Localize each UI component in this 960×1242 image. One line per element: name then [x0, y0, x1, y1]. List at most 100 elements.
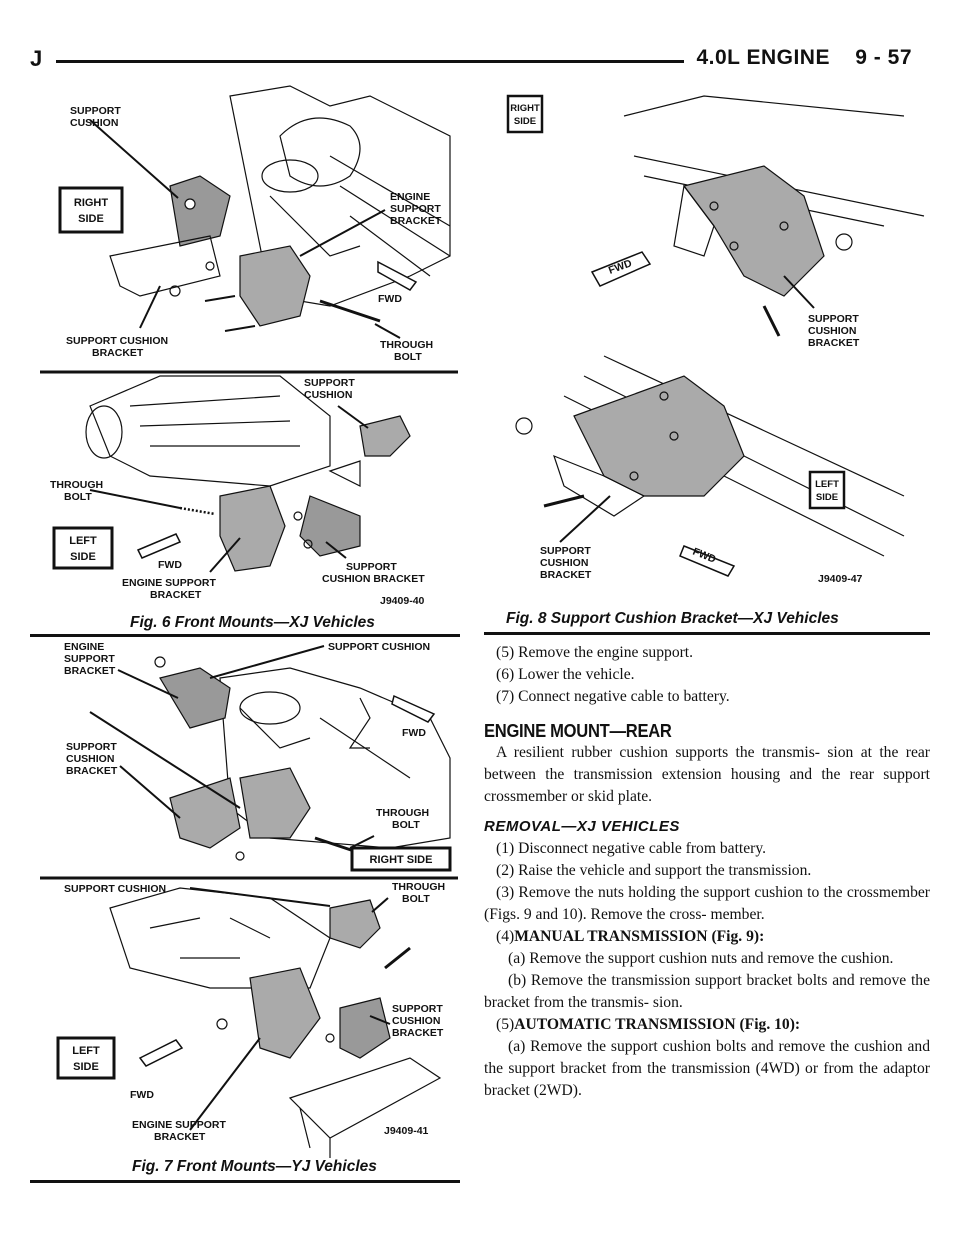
svg-text:SUPPORT CUSHION: SUPPORT CUSHION	[328, 641, 430, 653]
header-section-letter: J	[30, 46, 43, 71]
removal-step-4a: (a) Remove the support cushion nuts and …	[508, 950, 894, 967]
svg-text:SUPPORT: SUPPORT	[64, 653, 115, 665]
fig7-right-side: RIGHT SIDE	[370, 854, 433, 866]
fig7-scb2-l2: CUSHION	[392, 1015, 440, 1027]
fig6-code: J9409-40	[380, 595, 425, 607]
fig6-left-side-l1: LEFT	[69, 535, 97, 547]
fig7-esb-l2: SUPPORT	[64, 653, 115, 665]
fig7-tb2-l2: BOLT	[402, 893, 430, 905]
left-side-box	[52, 526, 114, 570]
fig8-lower-bracket	[515, 355, 905, 557]
svg-text:ENGINE SUPPORT: ENGINE SUPPORT	[122, 577, 217, 589]
fig6-fwd2: FWD	[158, 559, 182, 571]
fig7-code: J9409-41	[384, 1125, 429, 1137]
svg-text:BRACKET: BRACKET	[390, 215, 442, 227]
fig7-scb2-l1: SUPPORT	[392, 1003, 443, 1015]
svg-text:J9409-41: J9409-41	[384, 1125, 429, 1137]
fwd-arrow-icon	[590, 251, 652, 287]
fig6-scb2-l1: SUPPORT	[346, 561, 397, 573]
fig7-tb-l2: BOLT	[392, 819, 420, 831]
svg-text:FWD: FWD	[402, 727, 426, 739]
step-6: (6) Lower the vehicle.	[496, 666, 635, 683]
fig7-esb-l3: BRACKET	[64, 665, 116, 677]
left-side-box	[56, 1036, 116, 1080]
svg-text:BRACKET: BRACKET	[392, 1027, 444, 1039]
svg-text:SUPPORT: SUPPORT	[304, 377, 355, 389]
removal-step-5a: (a) Remove the support cushion bolts and…	[484, 1038, 930, 1099]
right-side-box	[58, 186, 124, 234]
fig8-scb-l1: SUPPORT	[808, 313, 859, 325]
fig8-left-side-l2: SIDE	[816, 492, 838, 503]
fig6-tb2-l1: THROUGH	[50, 479, 103, 491]
fig6-esb2-l1: ENGINE SUPPORT	[122, 577, 217, 589]
svg-text:SIDE: SIDE	[70, 551, 96, 563]
fig6-scb-l1: SUPPORT CUSHION	[66, 335, 168, 347]
fig8-scb-l3: BRACKET	[808, 337, 860, 349]
fig6-scb2-l2: CUSHION BRACKET	[322, 573, 425, 585]
heading-engine-mount-rear: ENGINE MOUNT—REAR	[484, 721, 672, 741]
svg-text:BRACKET: BRACKET	[808, 337, 860, 349]
svg-text:CUSHION: CUSHION	[808, 325, 856, 337]
fig8-illustration: RIGHT SIDE FWD SUPPORT CUSHION BRACKET L…	[484, 76, 930, 606]
fig6-fwd: FWD	[378, 293, 402, 305]
fig7-fwd2: FWD	[130, 1089, 154, 1101]
svg-text:BRACKET: BRACKET	[150, 589, 202, 601]
fig7-sc-top: SUPPORT CUSHION	[328, 641, 430, 653]
step-7: (7) Connect negative cable to battery.	[496, 688, 730, 705]
fig7-esb2-l1: ENGINE SUPPORT	[132, 1119, 227, 1131]
fig8-left-side-l1: LEFT	[815, 479, 839, 490]
svg-text:FWD: FWD	[378, 293, 402, 305]
svg-text:CUSHION: CUSHION	[70, 117, 118, 129]
removal-step-2: (2) Raise the vehicle and support the tr…	[496, 862, 812, 879]
fig8-upper-bracket	[623, 95, 925, 337]
fig7-scb-l2: CUSHION	[66, 753, 114, 765]
removal-step-5-title: AUTOMATIC TRANSMISSION (Fig. 10):	[514, 1016, 801, 1033]
removal-step-1: (1) Disconnect negative cable from batte…	[496, 840, 767, 857]
page-header: J 4.0L ENGINE 9 - 57	[30, 44, 930, 74]
fig7-fwd: FWD	[402, 727, 426, 739]
fwd-arrow-icon	[138, 1039, 184, 1067]
fig8-code: J9409-47	[818, 573, 863, 585]
svg-text:J9409-47: J9409-47	[818, 573, 863, 585]
svg-text:ENGINE: ENGINE	[390, 191, 430, 203]
svg-text:CUSHION: CUSHION	[392, 1015, 440, 1027]
fig6-right-side-l1: RIGHT	[74, 197, 109, 209]
svg-text:SUPPORT: SUPPORT	[808, 313, 859, 325]
fig6-esb-l2: SUPPORT	[390, 203, 441, 215]
svg-text:RIGHT: RIGHT	[510, 103, 540, 114]
svg-text:J9409-40: J9409-40	[380, 595, 425, 607]
paragraph-rear-mount: A resilient rubber cushion supports the …	[484, 744, 930, 805]
svg-text:CUSHION: CUSHION	[540, 557, 588, 569]
svg-text:RIGHT SIDE: RIGHT SIDE	[370, 854, 433, 866]
fig8-scb2-l3: BRACKET	[540, 569, 592, 581]
fig6-right-side-l2: SIDE	[78, 213, 104, 225]
svg-text:CUSHION: CUSHION	[66, 753, 114, 765]
fig8-caption-rule	[484, 632, 930, 635]
svg-text:SUPPORT CUSHION: SUPPORT CUSHION	[64, 883, 166, 895]
fig7-sc2: SUPPORT CUSHION	[64, 883, 166, 895]
svg-text:FWD: FWD	[158, 559, 182, 571]
fig7-illustration: ENGINE SUPPORT BRACKET SUPPORT CUSHION F…	[30, 638, 460, 1158]
fwd-arrow-icon	[679, 545, 736, 577]
svg-text:CUSHION BRACKET: CUSHION BRACKET	[322, 573, 425, 585]
fig6-tb-l1: THROUGH	[380, 339, 433, 351]
fig6-support-cushion-l1: SUPPORT	[70, 105, 121, 117]
svg-text:CUSHION: CUSHION	[304, 389, 352, 401]
fig6-illustration: RIGHT SIDE SUPPORT CUSHION ENGINE SUPPOR…	[30, 76, 460, 616]
fig7-caption: Fig. 7 Front Mounts—YJ Vehicles	[132, 1158, 377, 1175]
heading-removal-xj: REMOVAL—XJ VEHICLES	[484, 818, 680, 835]
fig7-caption-rule	[30, 1180, 460, 1183]
svg-text:BRACKET: BRACKET	[66, 765, 118, 777]
removal-step-3: (3) Remove the nuts holding the support …	[484, 884, 930, 923]
fig6-esb-l3: BRACKET	[390, 215, 442, 227]
svg-text:BRACKET: BRACKET	[540, 569, 592, 581]
header-page-title: 4.0L ENGINE 9 - 57	[696, 46, 912, 69]
svg-text:RIGHT: RIGHT	[74, 197, 109, 209]
svg-text:SUPPORT: SUPPORT	[346, 561, 397, 573]
removal-step-4b: (b) Remove the transmission support brac…	[484, 972, 930, 1011]
svg-text:BOLT: BOLT	[394, 351, 422, 363]
fig8-scb2-l1: SUPPORT	[540, 545, 591, 557]
svg-text:SIDE: SIDE	[514, 116, 536, 127]
fig8-scb2-l2: CUSHION	[540, 557, 588, 569]
svg-text:SUPPORT: SUPPORT	[540, 545, 591, 557]
